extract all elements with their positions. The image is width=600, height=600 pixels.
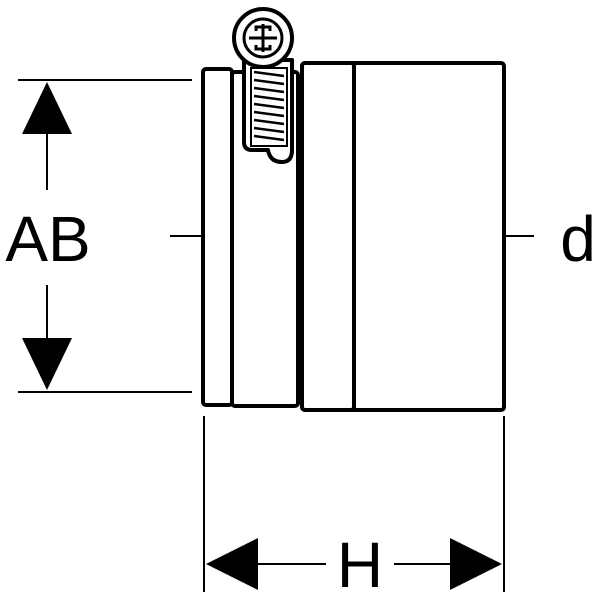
hose-clamp-screw: [232, 7, 294, 164]
h-arrow-left-icon: [206, 538, 258, 590]
d-label: d: [560, 203, 596, 275]
h-arrow-right-icon: [450, 538, 502, 590]
h-label: H: [337, 529, 383, 600]
phillips-cross-icon: [249, 24, 277, 52]
ab-arrow-up-icon: [22, 82, 72, 134]
ab-dimension: AB: [5, 79, 192, 393]
h-dimension: H: [203, 416, 505, 600]
ab-arrow-down-icon: [22, 338, 72, 390]
end-ring: [201, 67, 234, 407]
worm-thread: [253, 70, 285, 142]
sleeve-collar: [300, 61, 356, 412]
ab-label: AB: [5, 203, 90, 275]
